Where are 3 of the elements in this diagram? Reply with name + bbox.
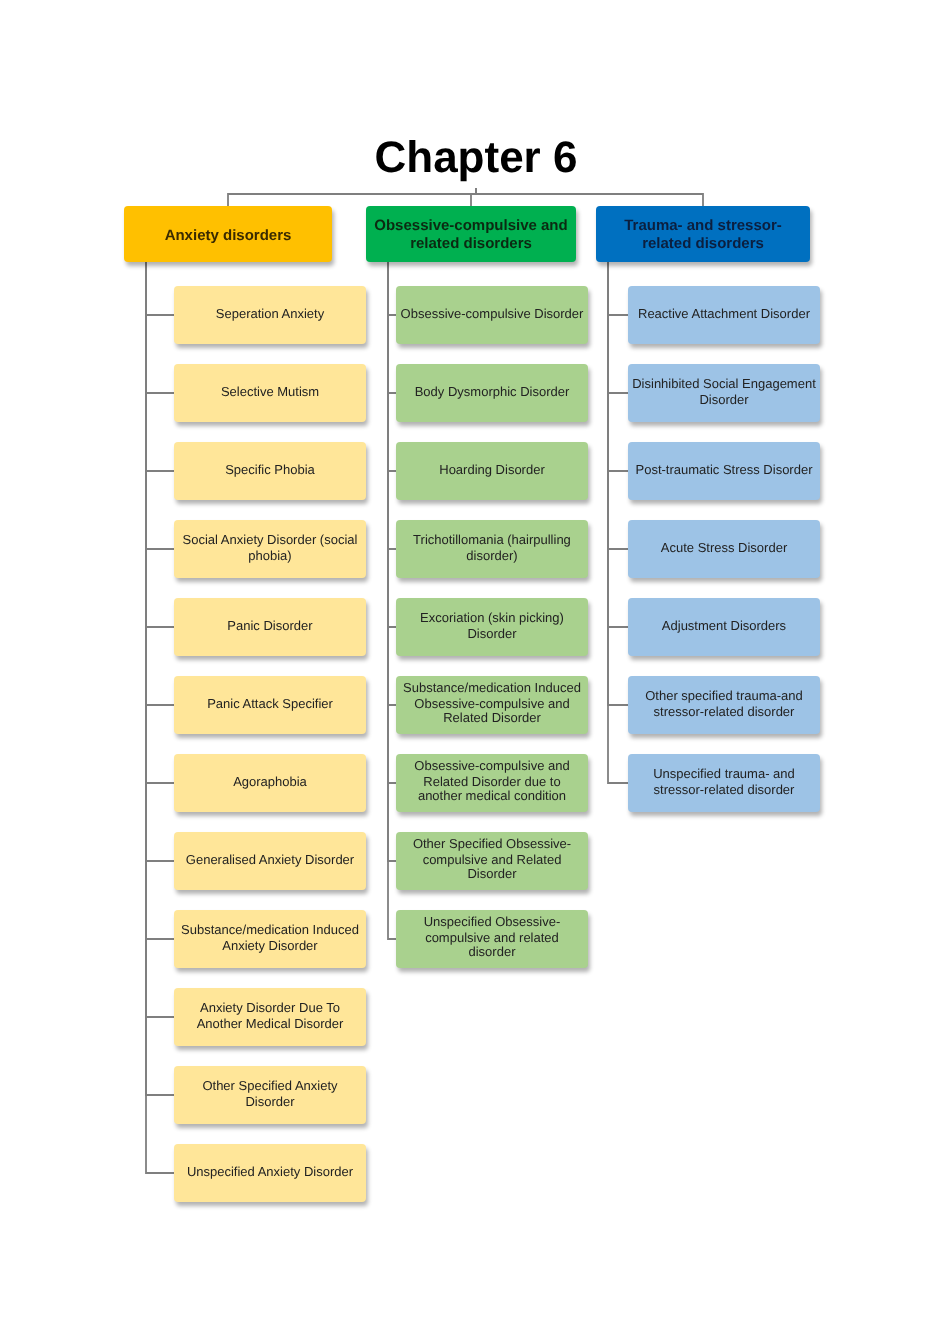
connector-line [475,187,704,207]
chapter-title: Chapter 6 [374,136,578,180]
connector-line [470,187,477,207]
